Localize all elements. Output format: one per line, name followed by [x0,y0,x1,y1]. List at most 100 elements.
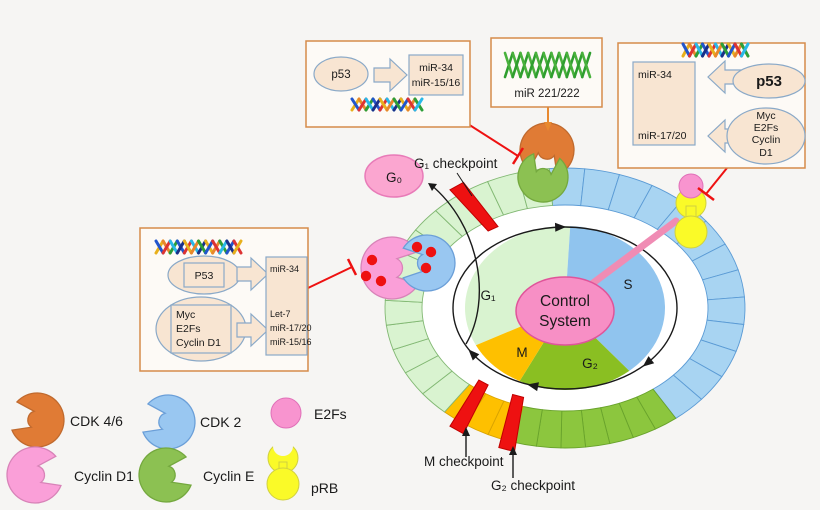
dna-helix-icon [740,42,750,58]
dna-helix-icon [350,97,361,112]
phosphate-dot [411,241,423,253]
m-phase-label: M [516,345,527,360]
inhibition-line-topleft [467,123,519,157]
dna-helix-icon [406,97,417,112]
checkpoint-markers [449,181,525,453]
myc-rect [170,304,232,354]
dna-helix-icon [154,239,165,255]
dna-helix-icon [565,51,576,79]
dna-helix-icon [371,97,382,112]
mir-line: miR-15/16 [270,337,312,347]
signal-lines [307,107,728,289]
dna-helix-icon [573,51,584,79]
block-arrow-right-icon [236,312,269,348]
dna-helix-icon [378,97,389,112]
mir-line: miR-15/16 [412,77,461,89]
mir-line: miR-34 [419,62,453,74]
ring-segment-g2 [560,409,587,449]
g2-phase-label: G₂ [582,356,598,371]
legend-label-e2fs: E2Fs [314,406,347,422]
prb-icon [266,436,300,501]
g0-exit: G₀ [364,154,481,345]
myc-line: D1 [759,147,773,159]
myc-line: Cyclin [752,134,781,146]
dna-helix-icon [385,97,396,112]
e2fs-icon [678,173,704,199]
checkpoint-marker [449,379,489,435]
mir-bottom-label: miR-17/20 [638,130,687,142]
m-checkpoint-arrowhead [462,427,470,436]
inhibition-line-topright [705,167,728,195]
g0-ellipse [364,154,424,198]
dna-helix-icon [701,42,711,58]
mir-line: Let-7 [270,309,291,319]
legend-cyclin-d1 [6,446,62,504]
cycle-direction-arrow [452,222,678,392]
dna-helix-icon [542,51,553,79]
cycle-arrowhead [527,382,539,392]
g2-checkpoint-label: G₂ checkpoint [491,478,575,493]
dna-helix-icon [714,42,724,58]
dna-helix-icon [733,42,743,58]
legend-cdk2 [142,394,196,450]
phosphate-dot [420,262,432,274]
checkpoint-labels: G₁ checkpoint M checkpoint G₂ checkpoint [414,156,575,493]
dna-helix-icon [519,51,530,79]
p53-ellipse [313,56,369,92]
dna-helix-icon [364,97,375,112]
dna-helix-icon [232,239,243,255]
dna-helix-icon [550,51,561,79]
cycle-arrowhead [554,222,567,232]
dna-helix-icon [175,239,186,255]
p53-label: P53 [195,270,214,282]
p53-label: p53 [756,73,782,90]
block-arrow-right-icon [236,256,269,292]
g0-label: G₀ [386,170,402,185]
legend-label-cdk2: CDK 2 [200,414,241,430]
inhibition-line-left [307,266,353,289]
dna-helix-icon [182,239,193,255]
control-system-label-line1: Control [540,293,590,310]
mirna-list-box [408,54,464,96]
prb-base [674,215,708,249]
pie-slice [565,226,665,371]
g0-exit-arrow [429,183,481,345]
mir-line: miR-34 [270,264,299,274]
mir-top-label: miR-34 [638,69,672,81]
control-system-label-line2: System [539,313,591,330]
phosphate-dot [360,270,372,282]
m-checkpoint-label: M checkpoint [424,454,504,469]
legend-label-prb: pRB [311,480,338,496]
p53-ellipse [732,63,806,99]
legend-cdk46 [11,392,65,448]
dna-helix-icon [399,97,410,112]
dna-helix-icon [511,51,522,79]
mir221-arrowhead [544,122,552,131]
mirna-box-top-right: miR-34 miR-17/20 p53 Myc E2Fs Cyclin D1 [617,42,806,169]
phase-labels: G₁ S G₂ M [480,277,632,371]
g1-checkpoint-label: G₁ checkpoint [414,156,498,171]
dna-helix-icon [197,239,208,255]
mirna-box-top-left: p53 miR-34 miR-15/16 [305,40,471,128]
s-phase-label: S [623,277,632,292]
inhibition-bar-topleft [511,147,525,165]
mirna-list-box [265,256,308,356]
dna-helix-icon [211,239,222,255]
legend-cyclin-e [138,447,192,503]
dna-helix-icon [503,51,515,79]
legend: CDK 4/6 CDK 2 E2Fs Cyclin D1 Cyclin E pR… [70,397,347,501]
legend-label-cdk46: CDK 4/6 [70,413,123,429]
myc-line: Myc [176,309,195,321]
dna-helix-icon [168,239,179,255]
mir221-label: miR 221/222 [514,88,579,100]
dna-helix-icon [161,239,172,255]
prb-e2fs-complex [674,173,708,249]
cyclin-d1-shape [360,236,420,300]
legend-label-cyclin-e: Cyclin E [203,468,254,484]
phosphate-dot [366,254,378,266]
dna-helix-icon [720,42,730,58]
dna-helix-icon [707,42,717,58]
dna-helix-icon [694,42,704,58]
